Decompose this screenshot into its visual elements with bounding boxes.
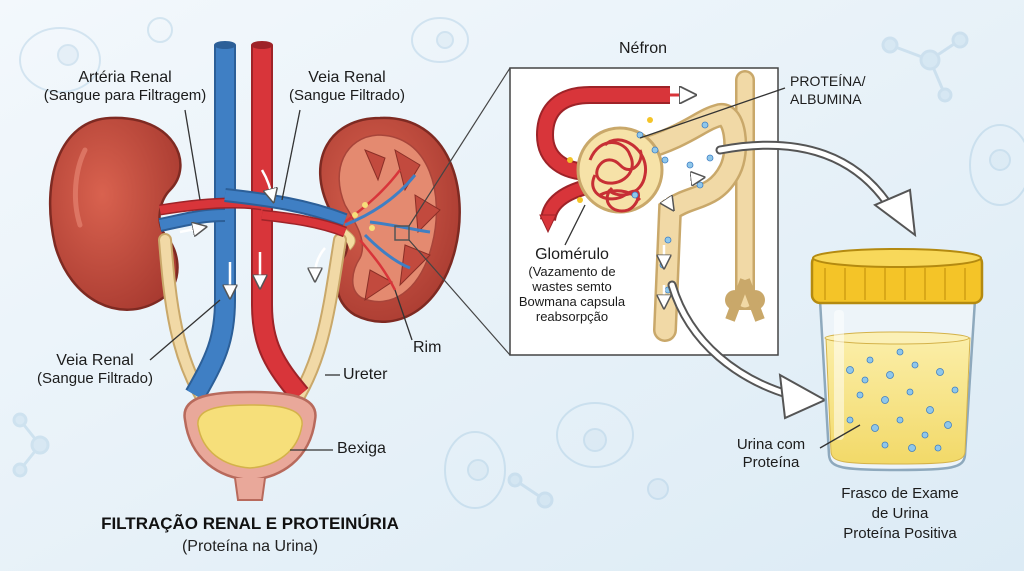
glomerulus-desc-3: Bowmana capsula: [512, 294, 632, 309]
protein-label-line1: PROTEÍNA/: [790, 72, 865, 90]
jar-label-line2: de Urina: [810, 504, 990, 524]
renal-artery-name: Artéria Renal: [30, 69, 220, 87]
urine-protein-line1: Urina com: [716, 436, 826, 454]
renal-vein-bottom-desc: (Sangue Filtrado): [10, 370, 180, 388]
glomerulus-desc-1: (Vazamento de: [512, 264, 632, 279]
urine-protein-label: Urina com Proteína: [716, 436, 826, 472]
diagram-subtitle: (Proteína na Urina): [60, 538, 440, 556]
protein-label: PROTEÍNA/ ALBUMINA: [790, 72, 865, 108]
jar-label-line3: Proteína Positiva: [810, 524, 990, 544]
renal-artery-desc: (Sangue para Filtragem): [30, 87, 220, 105]
protein-label-line2: ALBUMINA: [790, 90, 865, 108]
glomerulus-name: Glomérulo: [512, 246, 632, 264]
ureter-label: Ureter: [343, 366, 387, 384]
diagram-title: FILTRAÇÃO RENAL E PROTEINÚRIA: [60, 514, 440, 534]
kidney-label: Rim: [413, 339, 441, 357]
urine-sample-jar: [812, 249, 982, 470]
nephron-label: Néfron: [619, 40, 667, 58]
renal-vein-top-label: Veia Renal (Sangue Filtrado): [272, 69, 422, 105]
glomerulus-desc-2: wastes semto: [512, 279, 632, 294]
urine-protein-line2: Proteína: [716, 454, 826, 472]
jar-label-line1: Frasco de Exame: [810, 484, 990, 504]
bladder-label: Bexiga: [337, 440, 386, 458]
glomerulus-label: Glomérulo (Vazamento de wastes semto Bow…: [512, 246, 632, 324]
jar-label: Frasco de Exame de Urina Proteína Positi…: [810, 484, 990, 544]
glomerulus-desc-4: reabsorpção: [512, 309, 632, 324]
renal-artery-label: Artéria Renal (Sangue para Filtragem): [30, 69, 220, 105]
renal-vein-top-desc: (Sangue Filtrado): [272, 87, 422, 105]
renal-vein-bottom-label: Veia Renal (Sangue Filtrado): [10, 352, 180, 388]
renal-vein-bottom-name: Veia Renal: [10, 352, 180, 370]
renal-vein-top-name: Veia Renal: [272, 69, 422, 87]
